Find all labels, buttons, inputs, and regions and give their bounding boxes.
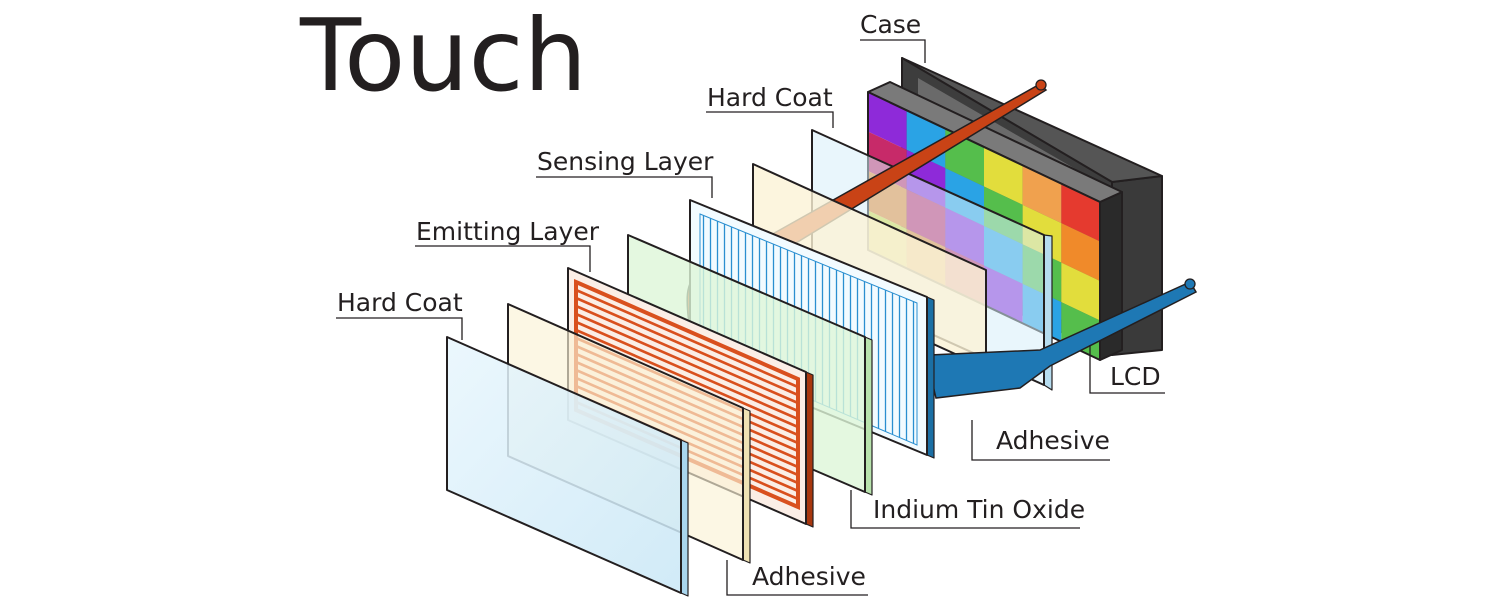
label-hard-coat-back: Hard Coat bbox=[707, 83, 833, 112]
label-adhesive-front: Adhesive bbox=[752, 562, 866, 591]
emitting-electrode-line bbox=[575, 328, 799, 429]
lcd-pixel-cell bbox=[1061, 223, 1100, 281]
emitting-electrode-line bbox=[575, 320, 799, 421]
diagram-title: Touch bbox=[299, 0, 587, 114]
label-lcd: LCD bbox=[1110, 362, 1161, 391]
label-case: Case bbox=[860, 10, 921, 39]
label-adhesive-back: Adhesive bbox=[996, 426, 1110, 455]
leader-lines bbox=[336, 39, 1165, 596]
emitting-electrode-line bbox=[575, 312, 799, 413]
emitting-electrode-line bbox=[575, 288, 799, 389]
label-hard-coat-front: Hard Coat bbox=[337, 288, 463, 317]
label-sensing-layer: Sensing Layer bbox=[537, 147, 714, 176]
label-indium-tin-oxide: Indium Tin Oxide bbox=[873, 495, 1085, 524]
lcd-pixel-cell bbox=[1061, 262, 1100, 321]
hard-coat-front-layer bbox=[446, 336, 689, 597]
label-emitting-layer: Emitting Layer bbox=[416, 217, 600, 246]
emitting-electrode-line bbox=[575, 304, 799, 405]
emitting-electrode-line bbox=[575, 296, 799, 397]
